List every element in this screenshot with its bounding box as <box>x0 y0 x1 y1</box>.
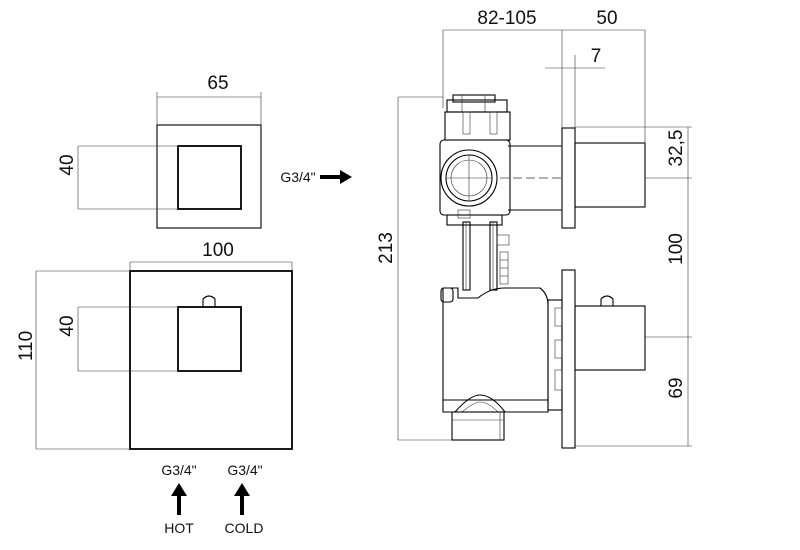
outlet: G3/4" <box>280 169 352 185</box>
lower-wall-plate <box>561 269 576 449</box>
outlet-arrow-icon <box>340 170 352 184</box>
upper-wall-plate <box>561 127 576 229</box>
hot-inlet-arrow-icon <box>171 483 187 496</box>
front-view-plate <box>129 270 293 450</box>
handle-spacing-label: 100 <box>666 233 687 265</box>
bottom-offset-label: 69 <box>666 377 687 398</box>
hot-inlet-label: HOT <box>164 520 194 536</box>
top-view-outer-plate <box>156 124 262 229</box>
plate-thickness-label: 7 <box>591 46 602 67</box>
lower-handle-indicator <box>600 295 614 306</box>
front-view-handle-indicator <box>202 295 216 307</box>
lower-handle <box>574 305 646 371</box>
top-view: 65 40 <box>57 73 262 229</box>
top-view-width-label: 65 <box>207 73 228 94</box>
front-view-height-label: 110 <box>16 331 37 361</box>
offset-label: 32,5 <box>666 130 687 167</box>
upper-valve-body <box>439 94 511 226</box>
front-view-handle <box>177 306 242 372</box>
total-height-label: 213 <box>376 232 397 264</box>
cold-inlet: G3/4" COLD <box>225 462 264 536</box>
top-view-handle <box>177 145 242 210</box>
hot-inlet-thread-label: G3/4" <box>161 462 196 478</box>
front-view-width-label: 100 <box>202 240 234 261</box>
handle-depth-label: 50 <box>596 8 617 29</box>
top-view-inner-label: 40 <box>57 154 78 175</box>
connecting-tubes <box>462 221 510 291</box>
cold-inlet-thread-label: G3/4" <box>227 462 262 478</box>
depth-label: 82-105 <box>477 8 536 29</box>
cold-inlet-arrow-icon <box>234 483 250 496</box>
front-view: 100 110 40 <box>16 240 293 450</box>
cold-inlet-label: COLD <box>225 520 264 536</box>
lower-valve-body <box>440 287 563 441</box>
side-view: 82-105 50 7 213 32,5 100 69 <box>376 8 692 449</box>
upper-handle <box>574 142 646 208</box>
outlet-thread-label: G3/4" <box>280 169 315 185</box>
front-view-inner-label: 40 <box>57 315 78 336</box>
hot-inlet: G3/4" HOT <box>161 462 196 536</box>
